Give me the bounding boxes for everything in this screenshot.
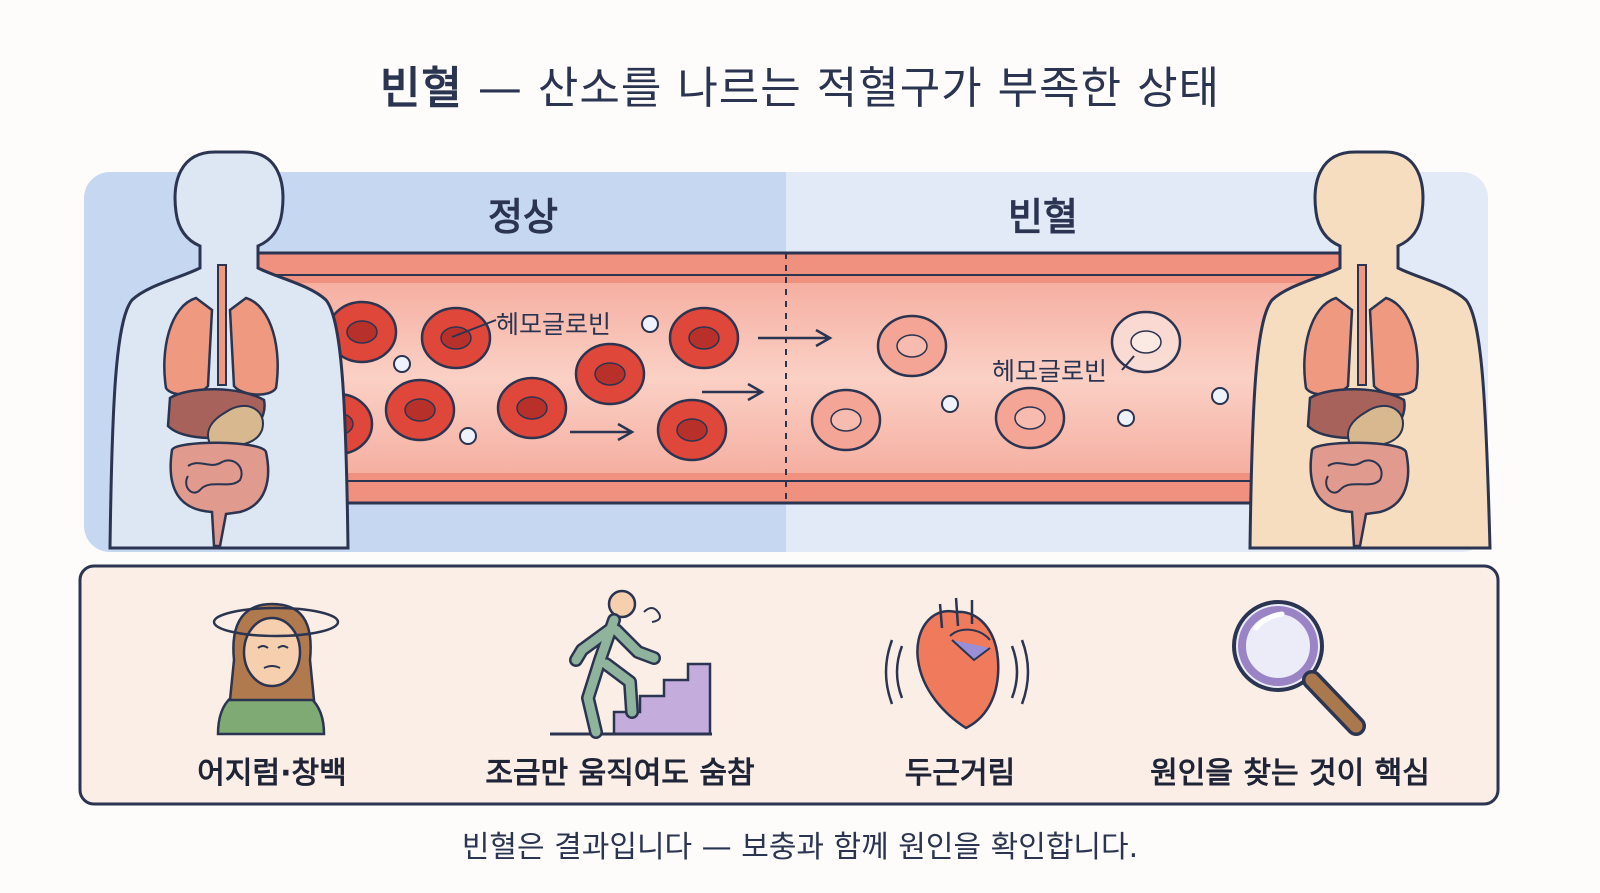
symptom-label-palpitations: 두근거림 xyxy=(904,756,1016,791)
plasma-particle xyxy=(1211,387,1229,405)
symptom-box xyxy=(78,564,1500,806)
magnifier-icon xyxy=(1232,600,1366,736)
flow-arrow xyxy=(702,382,765,402)
red-blood-cell xyxy=(326,300,398,364)
plasma-particle xyxy=(1117,409,1135,427)
red-blood-cell xyxy=(668,306,740,370)
hemoglobin-leader-left xyxy=(451,319,497,338)
hemoglobin-poor-cell xyxy=(1110,310,1182,374)
symptom-label-find-cause: 원인을 찾는 것이 핵심 xyxy=(1150,756,1430,791)
hemoglobin-label-anemia: 헤모글로빈 xyxy=(992,357,1108,386)
climbing-stairs-icon xyxy=(550,589,712,739)
pale-red-blood-cell xyxy=(994,386,1066,450)
plasma-particle xyxy=(393,355,411,373)
red-blood-cell xyxy=(384,378,456,442)
human-body-right xyxy=(1248,150,1492,550)
red-blood-cell xyxy=(420,306,492,370)
hemoglobin-leader-right xyxy=(1121,355,1135,371)
red-blood-cell xyxy=(496,376,568,440)
dizzy-person-icon xyxy=(212,602,340,736)
hemoglobin-label-normal: 헤모글로빈 xyxy=(496,310,612,339)
symptom-label-dizziness: 어지럼·창백 xyxy=(197,756,347,791)
plasma-particle xyxy=(641,315,659,333)
flow-arrows xyxy=(570,328,833,442)
red-blood-cell xyxy=(656,398,728,462)
symptom-label-breathless: 조금만 움직여도 숨참 xyxy=(485,756,755,791)
red-blood-cell xyxy=(574,342,646,406)
blood-vessel xyxy=(240,251,1340,505)
flow-arrow xyxy=(758,328,833,348)
footer-note: 빈혈은 결과입니다 — 보충과 함께 원인을 확인합니다. xyxy=(461,830,1139,865)
flow-arrow xyxy=(570,422,635,442)
panel-label-normal: 정상 xyxy=(488,195,558,239)
plasma-particle xyxy=(941,395,959,413)
panel-label-anemia: 빈혈 xyxy=(1008,195,1078,239)
heart-icon xyxy=(884,597,1030,730)
pale-red-blood-cell xyxy=(876,314,948,378)
pale-red-blood-cell xyxy=(810,388,882,452)
human-body-left xyxy=(108,150,350,550)
plasma-particle xyxy=(459,427,477,445)
page-title: 빈혈 — 산소를 나르는 적혈구가 부족한 상태 xyxy=(379,63,1221,114)
